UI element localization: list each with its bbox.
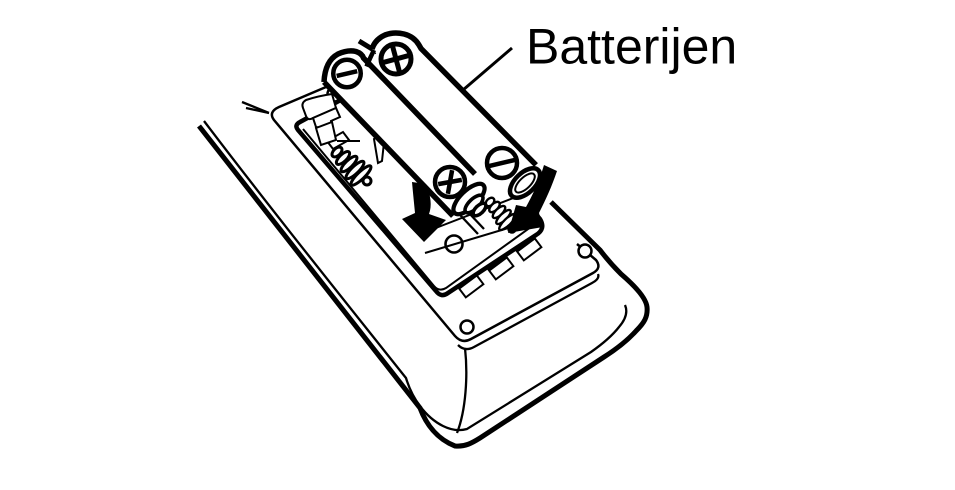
svg-text:Batterijen: Batterijen — [526, 19, 737, 75]
